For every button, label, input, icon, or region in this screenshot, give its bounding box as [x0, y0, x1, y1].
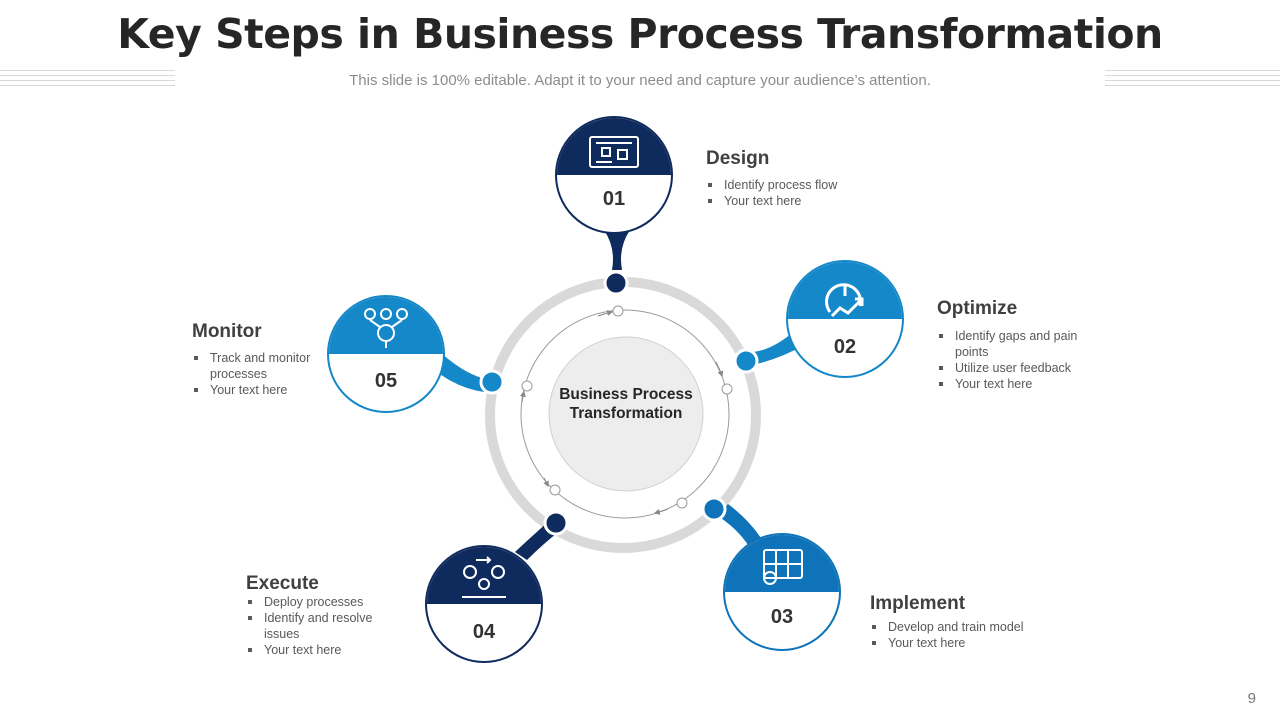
- cycle-arrow: [715, 361, 724, 378]
- blueprint-icon: [589, 136, 639, 168]
- connector-dot: [543, 510, 569, 536]
- center-label: Business Process Transformation: [559, 386, 693, 422]
- gears-person-icon: [462, 556, 506, 598]
- step-04-number: 04: [472, 621, 496, 643]
- list-item: Track and monitor processes: [192, 350, 332, 382]
- inner-cycle-ring: [520, 309, 730, 519]
- header-decoration-left: [0, 70, 175, 90]
- inner-node: [521, 380, 533, 392]
- step-01-node: [555, 116, 673, 296]
- list-item: Develop and train model: [870, 619, 1050, 635]
- step-circle-top: [557, 118, 671, 175]
- step-05-bullets: Track and monitor processes Your text he…: [192, 350, 332, 398]
- connector-dot: [701, 496, 727, 522]
- step-04-node: [425, 510, 569, 663]
- step-03-number: 03: [770, 606, 794, 628]
- step-02-node: [733, 260, 904, 378]
- step-circle-top: [427, 547, 541, 604]
- step-04-bullets: Deploy processes Identify and resolve is…: [246, 594, 396, 658]
- connector-stem: [432, 352, 484, 392]
- step-03-title: Implement: [870, 593, 966, 614]
- step-05-node: [327, 295, 505, 413]
- step-05-title: Monitor: [192, 321, 262, 342]
- list-item: Identify process flow: [706, 177, 866, 193]
- list-item: Your text here: [706, 193, 866, 209]
- step-03-bullets: Develop and train model Your text here: [870, 619, 1050, 651]
- connector-stem: [604, 230, 630, 270]
- step-01-bullets: Identify process flow Your text here: [706, 177, 866, 209]
- cycle-arrow: [653, 508, 669, 515]
- list-item: Deploy processes: [246, 594, 396, 610]
- header-decoration-right: [1105, 70, 1280, 90]
- center-circle: [548, 336, 704, 492]
- step-05-number: 05: [374, 370, 398, 392]
- step-01-title: Design: [706, 148, 770, 169]
- page-number: 9: [1247, 690, 1256, 707]
- step-02-title: Optimize: [937, 298, 1018, 319]
- inner-node: [549, 484, 561, 496]
- connector-dot: [479, 369, 505, 395]
- monitoring-gear-icon: [364, 308, 408, 348]
- inner-node: [676, 497, 688, 509]
- cycle-arrow: [543, 477, 549, 488]
- inner-node: [721, 383, 733, 395]
- connector-stem: [718, 504, 766, 552]
- cycle-arrow: [597, 310, 614, 317]
- connector-dot: [733, 348, 759, 374]
- step-03-node: [701, 496, 841, 651]
- speedometer-growth-icon: [825, 283, 864, 318]
- floorplan-gear-icon: [763, 549, 803, 585]
- cycle-arrows: [519, 310, 724, 515]
- list-item: Your text here: [246, 642, 396, 658]
- step-02-bullets: Identify gaps and pain points Utilize us…: [937, 328, 1097, 392]
- slide-title: Key Steps in Business Process Transforma…: [117, 10, 1163, 58]
- cycle-arrow: [519, 390, 526, 403]
- step-04-title: Execute: [246, 573, 319, 594]
- list-item: Identify gaps and pain points: [937, 328, 1097, 360]
- list-item: Your text here: [870, 635, 1050, 651]
- list-item: Your text here: [937, 376, 1097, 392]
- connector-dot: [603, 270, 629, 296]
- list-item: Identify and resolve issues: [246, 610, 396, 642]
- list-item: Utilize user feedback: [937, 360, 1097, 376]
- step-01-number: 01: [602, 188, 626, 210]
- list-item: Your text here: [192, 382, 332, 398]
- inner-node: [612, 305, 624, 317]
- slide-subtitle: This slide is 100% editable. Adapt it to…: [349, 72, 931, 89]
- step-02-number: 02: [833, 336, 857, 358]
